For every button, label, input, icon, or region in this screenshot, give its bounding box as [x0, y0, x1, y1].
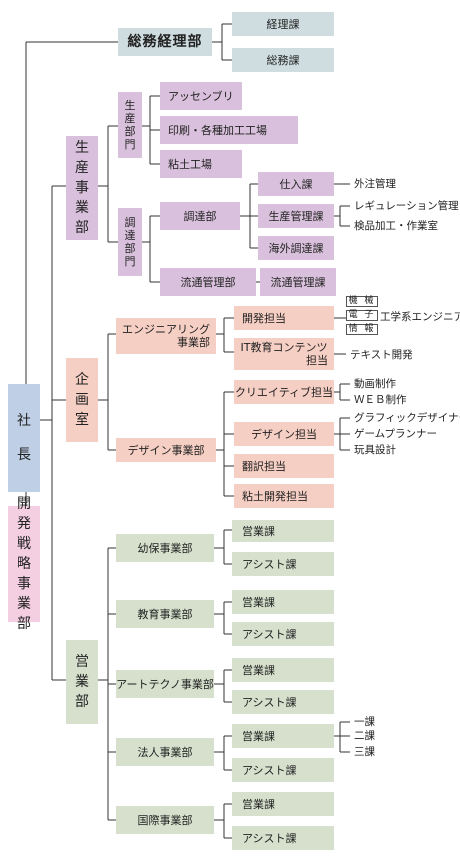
it-content-line: 担当 [306, 354, 328, 367]
purchasing-section-box: 仕入課 [258, 172, 334, 196]
production-control-section-box: 生産管理課 [258, 204, 334, 228]
accounting-section-box: 経理課 [232, 12, 334, 36]
planning-char: 企 [75, 372, 89, 388]
strategy-char: 略 [17, 556, 31, 572]
production-char: 産 [75, 160, 89, 176]
assist-section-box: アシスト課 [232, 826, 334, 850]
sales-section-box: 営業課 [232, 792, 334, 816]
chotatsu-bumon-box: 調 達 部 門 [118, 208, 142, 276]
sales-char: 部 [75, 694, 89, 710]
section-three-label: 三課 [354, 746, 375, 758]
engineering-line: エンジニアリング [122, 323, 210, 336]
production-char: 生 [75, 140, 89, 156]
engineering-division-box: エンジニアリング 事業部 [116, 318, 216, 354]
seisan-bumon-char: 部 [124, 125, 136, 138]
clay-factory-box: 粘土工場 [160, 150, 242, 178]
sales-section-box: 営業課 [232, 520, 334, 542]
text-development-label: テキスト開発 [350, 349, 413, 361]
web-production-label: ＷＥＢ制作 [354, 394, 407, 406]
video-production-label: 動画制作 [354, 378, 396, 390]
machinery-tag: 機 械 [346, 296, 378, 307]
sales-char: 営 [75, 654, 89, 670]
design-division-box: デザイン事業部 [116, 438, 216, 462]
development-tanto-box: 開発担当 [234, 306, 334, 330]
clay-development-box: 粘土開発担当 [234, 484, 334, 508]
sales-division-name: 国際事業部 [116, 806, 214, 834]
translation-tanto-box: 翻訳担当 [234, 454, 334, 478]
regulation-label: レギュレーション管理 [354, 200, 459, 212]
planning-office-box: 企 画 室 [66, 358, 98, 442]
sales-section-box: 営業課 [232, 724, 334, 748]
assist-section-box: アシスト課 [232, 758, 334, 782]
production-char: 事 [75, 180, 89, 196]
electronics-tag: 電 子 [346, 310, 378, 321]
section-one-label: 一課 [354, 716, 375, 728]
strategy-char: 開 [17, 496, 31, 512]
design-tanto-box: デザイン担当 [234, 422, 334, 446]
graphic-designer-label: グラフィックデザイナー [354, 412, 460, 424]
chotatsu-bumon-char: 門 [124, 255, 136, 268]
strategy-char: 発 [17, 516, 31, 532]
strategy-char: 事 [17, 576, 31, 592]
assist-section-box: アシスト課 [232, 690, 334, 714]
seisan-bumon-box: 生 産 部 門 [118, 92, 142, 158]
distribution-section-box: 流通管理課 [260, 268, 336, 296]
president-char: 社 [17, 413, 31, 429]
engineer-label: 工学系エンジニア [380, 311, 460, 323]
game-planner-label: ゲームプランナー [354, 428, 438, 440]
sales-division-box: 営 業 部 [66, 640, 98, 724]
distribution-dept-box: 流通管理部 [160, 268, 256, 296]
it-content-box: IT教育コンテンツ 担当 [234, 338, 334, 370]
printing-factory-box: 印刷・各種加工工場 [160, 116, 298, 144]
strategy-char: 部 [17, 616, 31, 632]
sales-division-name: 幼保事業部 [116, 534, 214, 562]
sales-division-name: 法人事業部 [116, 738, 214, 766]
planning-char: 室 [75, 412, 89, 428]
strategy-division-box: 開 発 戦 略 事 業 部 [8, 496, 40, 632]
outsourcing-label: 外注管理 [354, 178, 396, 190]
information-tag: 情 報 [346, 324, 378, 335]
sales-section-box: 営業課 [232, 658, 334, 682]
overseas-procurement-box: 海外調達課 [258, 236, 334, 260]
seisan-bumon-char: 産 [124, 112, 136, 125]
procurement-dept-box: 調達部 [160, 202, 240, 230]
assist-section-box: アシスト課 [232, 622, 334, 646]
production-char: 業 [75, 200, 89, 216]
seisan-bumon-char: 門 [124, 138, 136, 151]
seisan-bumon-char: 生 [124, 99, 136, 112]
production-char: 部 [75, 220, 89, 236]
it-content-line: IT教育コンテンツ [240, 341, 328, 354]
chotatsu-bumon-char: 調 [124, 216, 136, 229]
general-section-box: 総務課 [232, 48, 334, 72]
sales-division-name: アートテクノ事業部 [116, 670, 214, 698]
sales-char: 業 [75, 674, 89, 690]
planning-char: 画 [75, 392, 89, 408]
strategy-char: 業 [17, 596, 31, 612]
sales-division-name: 教育事業部 [116, 600, 214, 628]
assist-section-box: アシスト課 [232, 552, 334, 576]
inspection-label: 検品加工・作業室 [354, 220, 438, 232]
chotatsu-bumon-char: 部 [124, 242, 136, 255]
strategy-char: 戦 [17, 536, 31, 552]
engineering-line: 事業部 [177, 336, 210, 349]
general-affairs-box: 総務経理部 [118, 28, 212, 56]
assembly-box: アッセンブリ [160, 82, 242, 110]
president-box: 社 長 [8, 384, 40, 492]
creative-tanto-box: クリエイティブ担当 [234, 380, 334, 404]
sales-section-box: 営業課 [232, 590, 334, 614]
section-two-label: 二課 [354, 730, 375, 742]
production-division-box: 生 産 事 業 部 [66, 136, 98, 240]
president-char: 長 [17, 447, 31, 463]
toy-design-label: 玩具設計 [354, 444, 396, 456]
chotatsu-bumon-char: 達 [124, 229, 136, 242]
